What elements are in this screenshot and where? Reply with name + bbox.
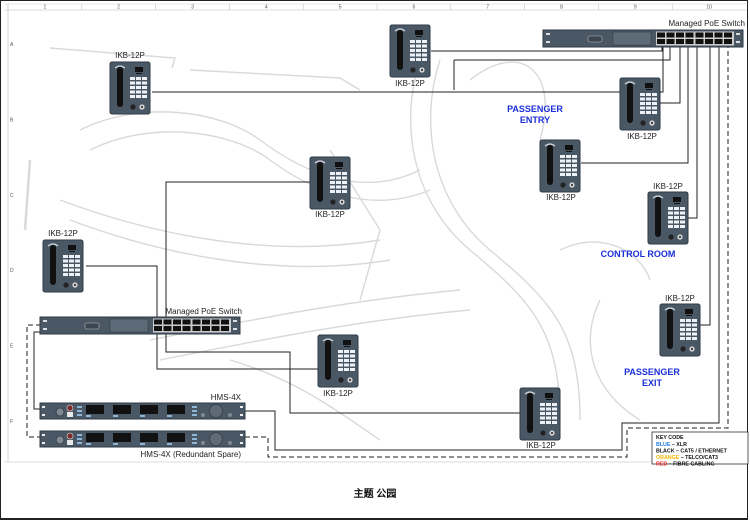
intercom-label: IKB-12P (115, 51, 145, 60)
site-map-backdrop (23, 47, 651, 441)
key-entry-ethernet: BLACK – CAT5 / ETHERNET (656, 449, 728, 455)
cable-spare-dashed (26, 324, 41, 438)
intercom-ikb12p (309, 156, 351, 210)
area-label-passenger-exit-line2: EXIT (642, 378, 663, 388)
intercom-label: IKB-12P (323, 389, 353, 398)
grid-column-label: 4 (265, 5, 268, 11)
grid-border (4, 3, 746, 463)
managed-poe-switch-top (542, 29, 744, 48)
cable-i5 (687, 42, 698, 219)
intercom-ikb12p (42, 239, 84, 293)
area-label-passenger-exit-line1: PASSENGER (624, 367, 680, 377)
cable-i8 (86, 265, 158, 318)
cable-i1 (152, 42, 664, 93)
grid-column-label: 3 (191, 5, 194, 11)
grid-labels: 1 2 3 4 5 6 7 8 9 10A B C D E F (10, 4, 712, 425)
key-entry-telco: ORANGE – TELCO/CAT3 (656, 455, 718, 461)
managed-poe-switch-bottom (39, 316, 241, 335)
grid-row-label: D (10, 268, 14, 274)
cabling (26, 40, 729, 458)
grid-column-label: 1 (44, 5, 47, 11)
key-entry-xlr: BLUE – XLR (656, 442, 687, 448)
footer-title: 主题 公园 (354, 487, 397, 500)
intercom-label: IKB-12P (653, 182, 683, 191)
cable-i4 (581, 42, 689, 164)
hms-4x-main (39, 402, 246, 420)
cable-i9 (156, 334, 319, 370)
key-code-legend: KEY CODE BLUE – XLR BLACK – CAT5 / ETHER… (651, 431, 749, 468)
grid-column-label: 8 (560, 5, 563, 11)
intercom-label: IKB-12P (546, 193, 576, 202)
cable-hms-sw (33, 331, 41, 410)
intercom-ikb12p (539, 139, 581, 193)
cable-spare-exit-dashed (245, 42, 729, 458)
area-label-passenger-entry-line1: PASSENGER (507, 104, 563, 114)
switch-bottom-label: Managed PoE Switch (166, 307, 243, 316)
grid-column-label: 5 (339, 5, 342, 11)
cable-hms-exit (245, 42, 720, 451)
cable-i10 (165, 334, 520, 414)
hms-main-label: HMS-4X (211, 393, 242, 402)
intercom-ikb12p (389, 24, 431, 78)
intercom-label: IKB-12P (48, 229, 78, 238)
cable-i6 (700, 42, 711, 326)
intercom-ikb12p (109, 61, 151, 115)
intercom-label: IKB-12P (665, 294, 695, 303)
grid-row-label: F (10, 419, 13, 425)
hms-spare-label: HMS-4X (Redundant Spare) (141, 450, 242, 459)
cable-i7 (165, 181, 313, 318)
intercom-label: IKB-12P (395, 79, 425, 88)
grid-row-label: B (10, 117, 14, 123)
cable-i2b (453, 42, 671, 90)
key-entry-fibre: RED – FIBRE CABLING (656, 462, 715, 468)
intercom-label: IKB-12P (315, 210, 345, 219)
intercom-ikb12p (317, 334, 359, 388)
grid-row-label: C (10, 193, 14, 199)
area-label-passenger-entry-line2: ENTRY (520, 115, 550, 125)
grid-column-label: 6 (413, 5, 416, 11)
grid-row-label: E (10, 343, 14, 349)
intercom-ikb12p (519, 387, 561, 441)
switch-top-label: Managed PoE Switch (669, 19, 746, 28)
grid-column-label: 9 (634, 5, 637, 11)
intercom-ikb12p (647, 191, 689, 245)
grid-column-label: 2 (117, 5, 120, 11)
grid-row-label: A (10, 42, 14, 48)
cable-i3 (660, 42, 681, 104)
key-code-title: KEY CODE (656, 435, 684, 441)
intercom-label: IKB-12P (627, 132, 657, 141)
hms-4x-spare (39, 430, 246, 448)
intercom-ikb12p (619, 77, 661, 131)
grid-column-label: 10 (706, 5, 712, 11)
intercom-ikb12p (659, 303, 701, 357)
area-label-control-room: CONTROL ROOM (601, 249, 676, 259)
intercom-label: IKB-12P (526, 441, 556, 450)
grid-column-label: 7 (486, 5, 489, 11)
